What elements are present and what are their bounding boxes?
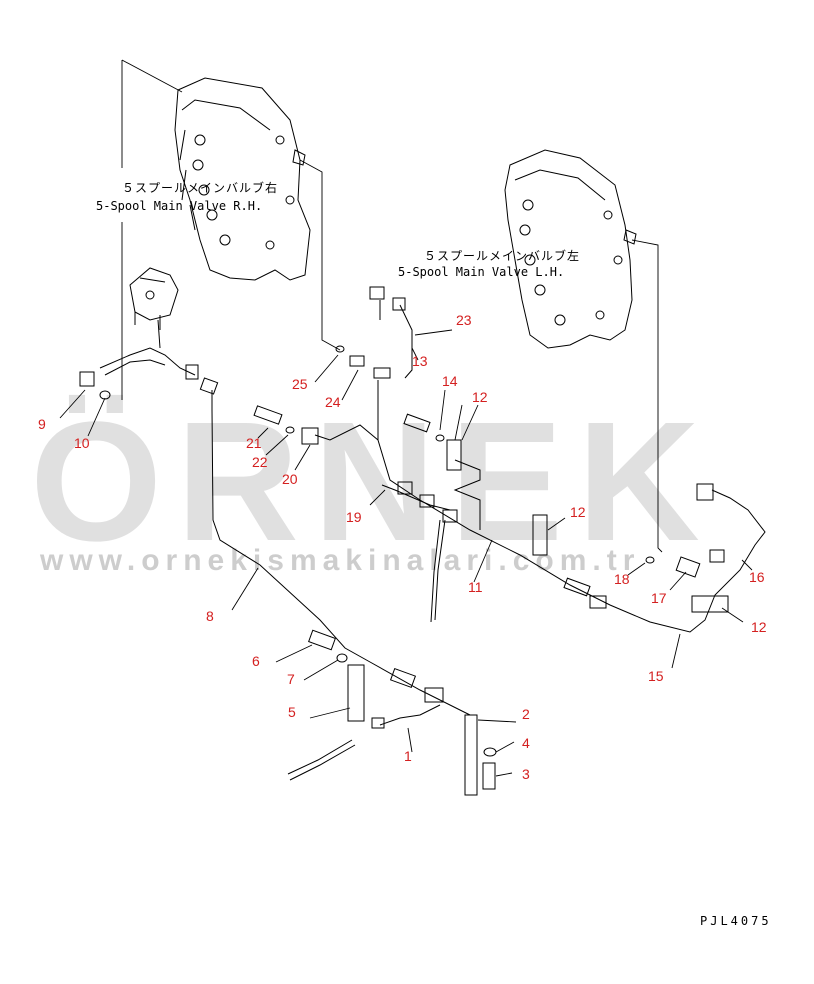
callout-leaders bbox=[59, 329, 753, 777]
fittings bbox=[79, 286, 729, 796]
callout-2: 2 bbox=[522, 706, 530, 722]
callout-3: 3 bbox=[522, 766, 530, 782]
callout-5: 5 bbox=[288, 704, 296, 720]
callout-12-b: 12 bbox=[570, 504, 586, 520]
watermark-url: www.ornekismakinalari.com.tr bbox=[39, 544, 640, 577]
label-rh-jp: ５スプールメインバルブ右 bbox=[122, 180, 278, 195]
callout-22: 22 bbox=[252, 454, 268, 470]
callout-4: 4 bbox=[522, 735, 530, 751]
callout-10: 10 bbox=[74, 435, 90, 451]
pipe-19 bbox=[381, 484, 451, 623]
callout-12-a: 12 bbox=[472, 389, 488, 405]
callout-17: 17 bbox=[651, 590, 667, 606]
callout-8: 8 bbox=[206, 608, 214, 624]
pipe-8 bbox=[211, 390, 471, 716]
callout-20: 20 bbox=[282, 471, 298, 487]
callout-23: 23 bbox=[456, 312, 472, 328]
callout-24: 24 bbox=[325, 394, 341, 410]
pipe-1 bbox=[287, 704, 441, 781]
callout-19: 19 bbox=[346, 509, 362, 525]
callout-6: 6 bbox=[252, 653, 260, 669]
pipe-11 bbox=[377, 380, 766, 633]
callout-9: 9 bbox=[38, 416, 46, 432]
callout-21: 21 bbox=[246, 435, 262, 451]
callout-16: 16 bbox=[749, 569, 765, 585]
label-lh-en: 5-Spool Main Valve L.H. bbox=[398, 265, 564, 279]
label-rh-en: 5-Spool Main Valve R.H. bbox=[96, 199, 262, 213]
pipe-20-link bbox=[314, 424, 379, 441]
callout-11: 11 bbox=[468, 579, 483, 595]
pipe-left-cluster bbox=[99, 319, 196, 376]
label-lh-jp: ５スプールメインバルブ左 bbox=[424, 248, 580, 263]
pipe-23 bbox=[379, 300, 413, 379]
callout-15: 15 bbox=[648, 668, 664, 684]
watermark-logo: ÖRNEK bbox=[30, 387, 714, 577]
main-valve-rh bbox=[174, 77, 311, 281]
callout-13: 13 bbox=[412, 353, 428, 369]
callout-25: 25 bbox=[292, 376, 308, 392]
callout-12-c: 12 bbox=[751, 619, 767, 635]
callout-1: 1 bbox=[404, 748, 412, 764]
pipe-12-bracket bbox=[453, 459, 481, 530]
callout-14: 14 bbox=[442, 373, 458, 389]
drawing-code: PJL4075 bbox=[700, 914, 772, 928]
pilot-valve bbox=[129, 267, 179, 330]
callout-18: 18 bbox=[614, 571, 630, 587]
main-valve-lh bbox=[504, 149, 637, 349]
callouts: 1 2 4 3 5 6 7 8 9 10 11 12 12 12 13 14 1… bbox=[38, 312, 767, 782]
callout-7: 7 bbox=[287, 671, 295, 687]
